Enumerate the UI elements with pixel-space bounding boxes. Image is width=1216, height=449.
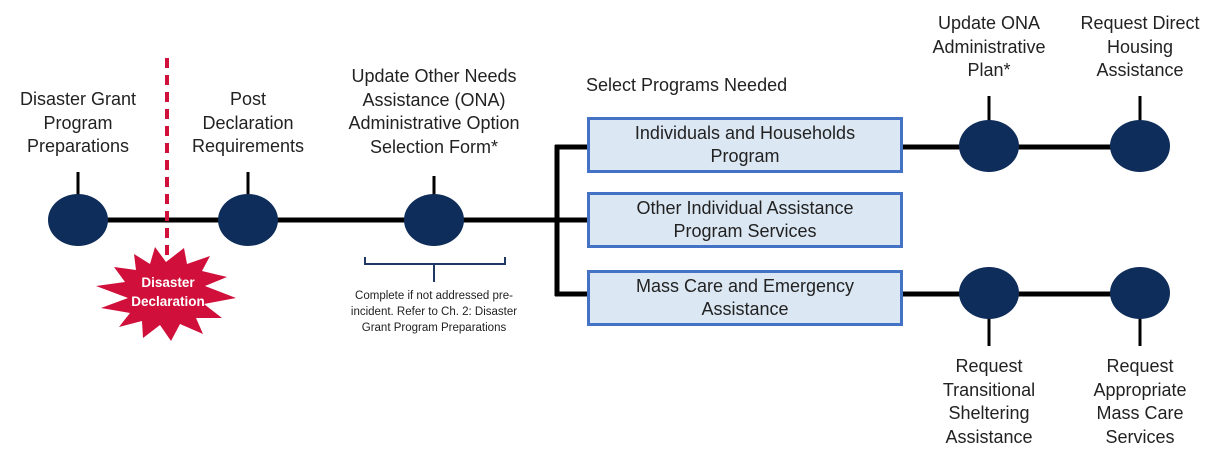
- label-post-declaration: Post Declaration Requirements: [191, 89, 305, 156]
- node-direct-housing: [1110, 120, 1170, 172]
- label-ona-option: Update Other Needs Assistance (ONA) Admi…: [348, 66, 520, 157]
- ona-option-note: Complete if not addressed pre- incident.…: [350, 290, 518, 334]
- program-box-other-ia: Other Individual Assistance Program Serv…: [587, 192, 903, 248]
- node-mass-care-services: [1110, 267, 1170, 319]
- program-box-ihp: Individuals and Households Program: [587, 117, 903, 173]
- label-grant-prep: Disaster Grant Program Preparations: [19, 89, 137, 156]
- label-direct-housing: Request Direct Housing Assistance: [1080, 13, 1200, 80]
- node-grant-prep: [48, 194, 108, 246]
- node-ona-option: [404, 194, 464, 246]
- label-mass-care-services: Request Appropriate Mass Care Services: [1093, 356, 1187, 447]
- programs-heading: Select Programs Needed: [586, 75, 788, 95]
- program-box-mass-care: Mass Care and Emergency Assistance: [587, 270, 903, 326]
- label-ona-plan: Update ONA Administrative Plan*: [932, 13, 1046, 80]
- declaration-starburst: [96, 247, 236, 341]
- node-ona-plan: [959, 120, 1019, 172]
- label-transitional: Request Transitional Sheltering Assistan…: [942, 356, 1036, 447]
- node-transitional: [959, 267, 1019, 319]
- node-post-declaration: [218, 194, 278, 246]
- declaration-label: Disaster Declaration: [131, 275, 205, 309]
- ona-note-bracket: [364, 257, 506, 282]
